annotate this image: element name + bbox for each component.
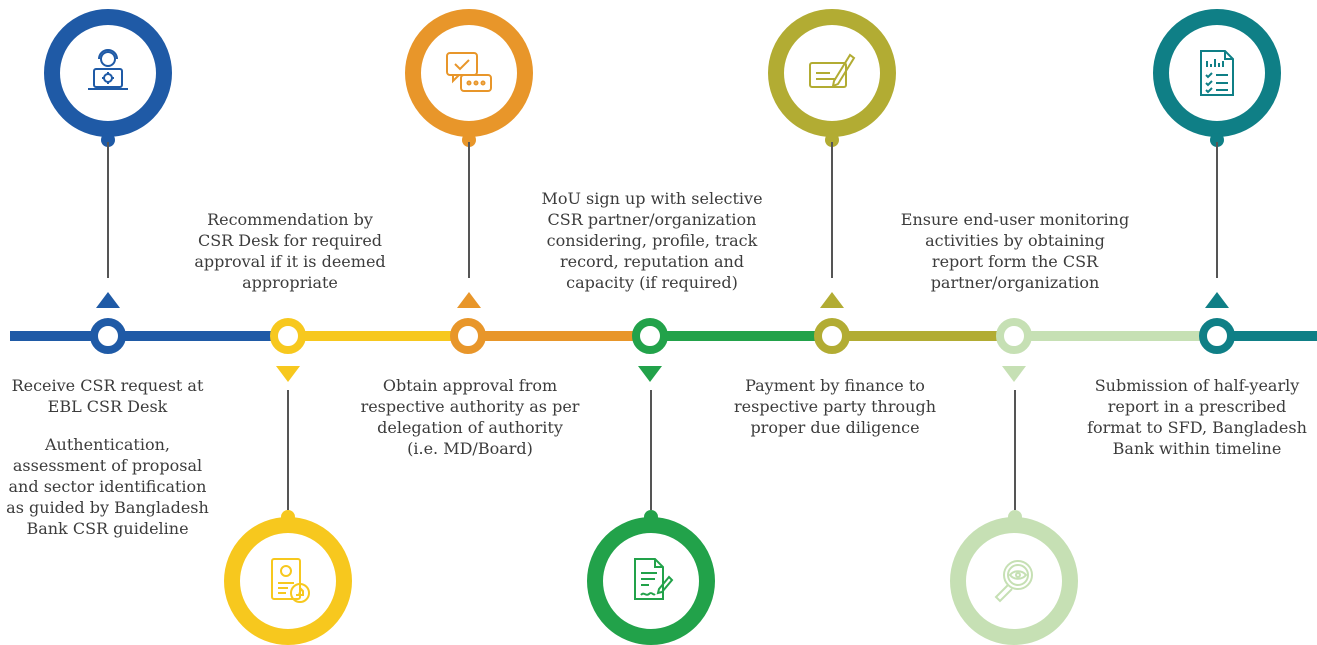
step-2-label: Recommendation by CSR Desk for required …: [170, 209, 410, 293]
step-3-line: Obtain approval from: [382, 376, 558, 395]
step-2-line: approval if it is deemed: [194, 252, 386, 271]
step-1-connector-line: [107, 142, 109, 278]
step-7-line: Bank within timeline: [1112, 439, 1282, 458]
step-7-label: Submission of half-yearly report in a pr…: [1077, 375, 1317, 459]
step-2-line: appropriate: [242, 273, 338, 292]
step-5-line: Payment by finance to: [745, 376, 925, 395]
step-2-line: CSR Desk for required: [197, 231, 383, 250]
timeline-segment-blue: [10, 331, 288, 341]
step-6-connector-line: [1014, 390, 1016, 510]
timeline-segment-yellow: [288, 331, 468, 341]
step-3-node: [450, 318, 486, 354]
step-6-node: [996, 318, 1032, 354]
step-5-node: [814, 318, 850, 354]
step-2-extra-line: as guided by Bangladesh: [6, 498, 209, 517]
step-2-connector-line: [287, 390, 289, 510]
step-4-line: CSR partner/organization: [547, 210, 757, 229]
step-2-node: [270, 318, 306, 354]
step-2-icon-circle: [224, 517, 352, 645]
step-1-node: [90, 318, 126, 354]
profile-document-thumbs-up-icon: [271, 558, 310, 603]
step-4-connector-line: [650, 390, 652, 510]
cheque-pen-icon: [809, 53, 856, 88]
step-3-icon-circle: [405, 9, 533, 137]
step-6-arrow-down: [1002, 366, 1026, 382]
step-3-arrow-up: [457, 292, 481, 308]
step-4-node: [632, 318, 668, 354]
support-agent-laptop-icon: [88, 49, 128, 90]
step-5-label: Payment by finance to respective party t…: [705, 375, 965, 438]
step-5-arrow-up: [820, 292, 844, 308]
step-6-icon-circle: [950, 517, 1078, 645]
step-7-connector-dot: [1210, 133, 1224, 147]
step-2-extra-line: Bank CSR guideline: [26, 519, 189, 538]
step-1-line: Receive CSR request at: [11, 376, 204, 395]
step-3-connector-dot: [462, 133, 476, 147]
chat-approval-icon: [446, 52, 492, 92]
step-2-extra-label: Authentication, assessment of proposal a…: [0, 434, 215, 539]
step-4-line: record, reputation and: [559, 252, 745, 271]
step-5-connector-line: [831, 142, 833, 278]
step-2-extra-line: Authentication,: [45, 435, 170, 454]
step-7-arrow-up: [1205, 292, 1229, 308]
step-2-extra-line: and sector identification: [8, 477, 207, 496]
step-7-connector-line: [1216, 142, 1218, 278]
step-3-connector-line: [468, 142, 470, 278]
step-3-line: delegation of authority: [377, 418, 563, 437]
timeline-segment-light-green: [1014, 331, 1216, 341]
step-4-label: MoU sign up with selective CSR partner/o…: [522, 188, 782, 293]
magnifier-eye-icon: [994, 560, 1033, 603]
step-2-line: Recommendation by: [207, 210, 373, 229]
step-4-icon-circle: [587, 517, 715, 645]
step-6-label: Ensure end-user monitoring activities by…: [885, 209, 1145, 293]
step-2-extra-line: assessment of proposal: [12, 456, 203, 475]
step-7-line: report in a prescribed: [1107, 397, 1287, 416]
step-4-line: MoU sign up with selective: [541, 189, 763, 208]
step-4-line: considering, profile, track: [546, 231, 758, 250]
step-7-line: Submission of half-yearly: [1094, 376, 1300, 395]
step-5-icon-circle: [768, 9, 896, 137]
step-6-line: report form the CSR: [931, 252, 1099, 271]
step-1-arrow-up: [96, 292, 120, 308]
step-6-line: Ensure end-user monitoring: [900, 210, 1130, 229]
step-1-line: EBL CSR Desk: [47, 397, 168, 416]
step-7-line: format to SFD, Bangladesh: [1087, 418, 1307, 437]
step-6-line: partner/organization: [930, 273, 1100, 292]
step-5-line: respective party through: [734, 397, 936, 416]
timeline-segment-olive: [832, 331, 1014, 341]
step-5-line: proper due diligence: [750, 418, 920, 437]
step-4-line: capacity (if required): [566, 273, 738, 292]
step-1-label: Receive CSR request at EBL CSR Desk: [0, 375, 215, 417]
step-3-line: respective authority as per: [360, 397, 580, 416]
step-2-arrow-down: [276, 366, 300, 382]
step-5-connector-dot: [825, 133, 839, 147]
report-checklist-icon: [1200, 50, 1234, 96]
step-6-line: activities by obtaining: [925, 231, 1105, 250]
step-3-label: Obtain approval from respective authorit…: [340, 375, 600, 459]
step-1-connector-dot: [101, 133, 115, 147]
document-signature-icon: [634, 558, 674, 600]
step-1-icon-circle: [44, 9, 172, 137]
step-3-line: (i.e. MD/Board): [407, 439, 533, 458]
timeline-segment-green: [650, 331, 832, 341]
timeline-segment-orange: [468, 331, 650, 341]
timeline-segment-teal: [1216, 331, 1317, 341]
step-7-node: [1199, 318, 1235, 354]
step-4-arrow-down: [638, 366, 662, 382]
step-7-icon-circle: [1153, 9, 1281, 137]
